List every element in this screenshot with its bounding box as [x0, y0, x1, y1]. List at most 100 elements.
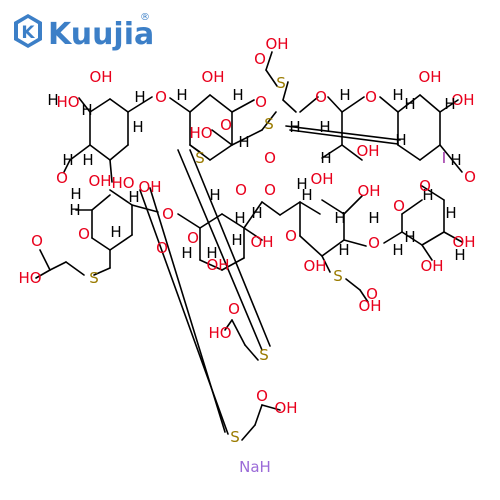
bond-line: [221, 257, 245, 271]
bond-line: [89, 144, 111, 161]
sulfur-atom-label: S: [195, 149, 205, 167]
oxygen-atom-label: O: [235, 181, 247, 199]
hydroxyl-label: OH: [138, 178, 161, 196]
bond-line: [379, 96, 399, 113]
hydrogen-label: H: [301, 186, 312, 204]
bond-line: [89, 98, 111, 113]
hydrogen-label: H: [454, 246, 465, 264]
logo-hexagon-icon: K: [14, 14, 42, 48]
hydroxyl-label: OH: [452, 233, 475, 251]
oxygen-atom-label: O: [255, 93, 267, 111]
sulfur-atom-label: S: [333, 267, 343, 285]
hydrogen-label: H: [69, 201, 80, 219]
bond-line: [299, 96, 319, 113]
oxygen-atom-label: O: [78, 225, 90, 243]
hydrogen-label: H: [231, 231, 242, 249]
sodium-salt-label: NaH: [239, 458, 271, 476]
sulfur-atom-label: S: [264, 115, 274, 133]
hydrogen-label: H: [47, 91, 58, 109]
oxygen-atom-label: O: [220, 116, 232, 134]
bond-line: [401, 231, 423, 246]
hydrogen-label: H: [209, 186, 220, 204]
hydrogen-label: H: [395, 131, 406, 149]
hydrogen-label: H: [82, 151, 93, 169]
bond-line: [39, 249, 51, 271]
hydroxyl-label: OH: [310, 170, 333, 188]
bond-line: [321, 199, 345, 215]
oxygen-atom-label: O: [256, 387, 268, 405]
sulfur-atom-label: S: [230, 428, 240, 446]
sulfur-atom-label: S: [89, 269, 99, 287]
oxygen-atom-label: O: [264, 181, 276, 199]
bond-line: [189, 149, 271, 347]
bond-line: [261, 201, 281, 216]
bond-line: [397, 94, 421, 113]
hydroxyl-label: OH: [265, 35, 288, 53]
hydrogen-label: H: [206, 244, 217, 262]
bond-line: [282, 81, 289, 101]
bond-line: [91, 194, 111, 211]
bond-line: [109, 234, 133, 251]
hydrogen-label: H: [296, 175, 307, 193]
bond-line: [69, 144, 91, 161]
hydroxyl-label: HO: [111, 174, 134, 192]
bond-line: [439, 144, 463, 173]
hydrogen-label: H: [392, 241, 403, 259]
hydroxyl-label: OH: [420, 257, 443, 275]
bond-line: [241, 424, 256, 441]
oxygen-atom-label: O: [419, 177, 431, 195]
hydroxyl-label: HO: [189, 124, 212, 142]
oxygen-atom-label: O: [315, 88, 327, 106]
logo-registered-mark: ®: [140, 12, 150, 23]
hydrogen-label: H: [134, 88, 145, 106]
oxygen-atom-label: O: [366, 285, 378, 303]
hydroxyl-label: HO: [208, 324, 231, 342]
bond-line: [289, 129, 399, 145]
hydroxyl-label: OH: [451, 91, 474, 109]
bond-line: [177, 149, 263, 351]
hydrogen-label: H: [334, 209, 345, 227]
bond-line: [285, 125, 401, 141]
bond-line: [243, 227, 263, 241]
bond-line: [139, 189, 229, 435]
bond-line: [321, 255, 331, 273]
hydroxyl-label: HO: [56, 93, 79, 111]
hydroxyl-label: OH: [89, 68, 112, 86]
hydroxyl-label: OH: [250, 233, 273, 251]
oxygen-atom-label: O: [393, 197, 405, 215]
hydrogen-label: H: [132, 118, 143, 136]
bond-line: [221, 213, 245, 229]
hydrogen-label: H: [450, 151, 461, 169]
bond-line: [131, 204, 159, 213]
bond-line: [401, 199, 423, 215]
bond-line: [224, 319, 233, 331]
hydrogen-label: H: [339, 86, 350, 104]
hydrogen-label: H: [338, 241, 349, 259]
bond-line: [63, 159, 71, 173]
bond-line: [231, 129, 263, 146]
hydrogen-label: H: [234, 209, 245, 227]
oxygen-atom-label: O: [156, 239, 168, 257]
bond-line: [199, 259, 223, 271]
bond-line: [282, 99, 297, 113]
bond-line: [209, 144, 233, 161]
bond-line: [199, 213, 223, 229]
oxygen-atom-label: O: [254, 50, 266, 68]
bond-line: [189, 94, 211, 113]
sulfur-atom-label: S: [259, 346, 269, 364]
bond-line: [65, 261, 85, 276]
hydrogen-label: H: [404, 228, 415, 246]
hydrogen-label: H: [128, 188, 139, 206]
oxygen-atom-label: O: [285, 227, 297, 245]
bond-line: [299, 201, 321, 215]
bond-line: [419, 94, 441, 113]
oxygen-atom-label: O: [464, 168, 476, 186]
hydroxyl-label: OH: [357, 182, 380, 200]
bond-line: [421, 185, 445, 201]
bond-line: [327, 96, 343, 113]
hydroxyl-label: OH: [274, 399, 297, 417]
bond-line: [177, 213, 201, 229]
hydrogen-label: H: [392, 86, 403, 104]
bond-line: [341, 96, 365, 113]
